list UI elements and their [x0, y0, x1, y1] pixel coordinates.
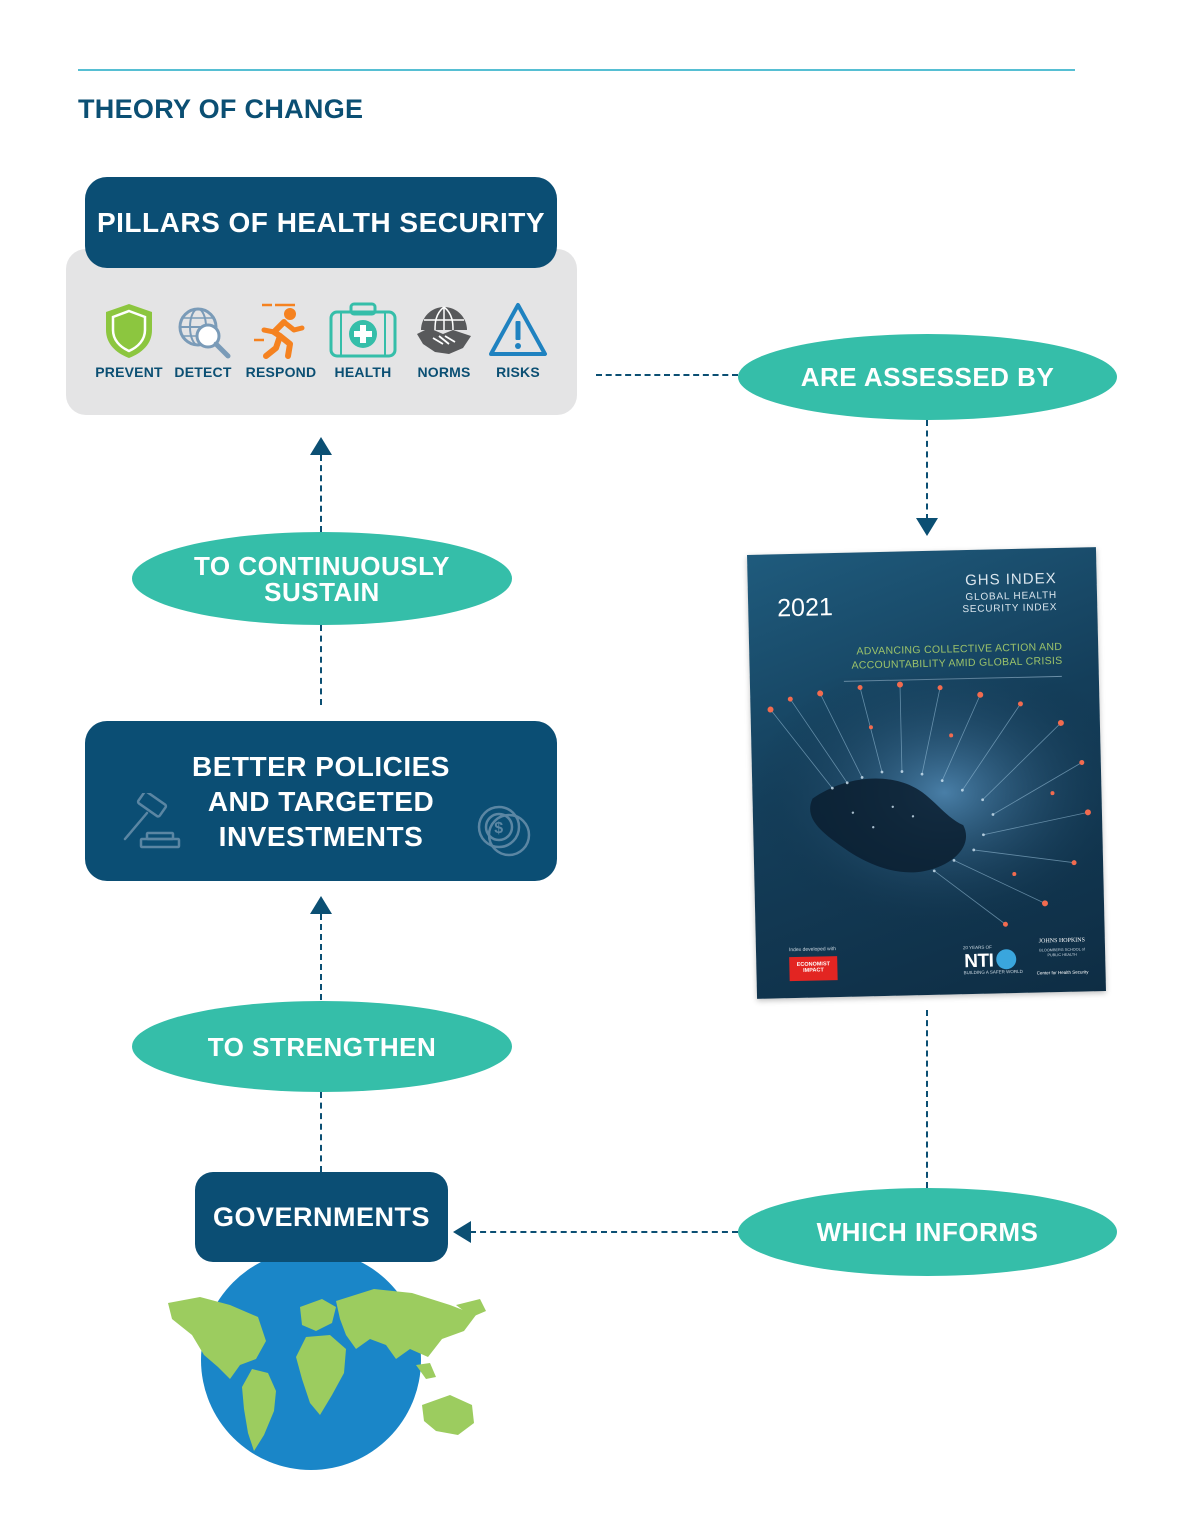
- center-for-health-security: Center for Health Security: [1036, 969, 1089, 976]
- cover-network-art: [749, 672, 1105, 940]
- nti-globe-icon: [996, 949, 1017, 970]
- pillar-detect: DETECT: [163, 300, 243, 380]
- pillar-label: RESPOND: [245, 364, 317, 380]
- cover-subtitle-line1: GLOBAL HEALTH: [965, 589, 1058, 604]
- pillar-label: NORMS: [417, 364, 471, 380]
- cover-year: 2021: [776, 593, 834, 623]
- strengthen-oval: TO STRENGTHEN: [132, 1001, 512, 1092]
- pillar-label: RISKS: [496, 364, 540, 380]
- pillar-label: DETECT: [174, 364, 232, 380]
- cover-developed-with: Index developed with: [788, 946, 837, 954]
- governments-box: GOVERNMENTS: [195, 1172, 448, 1262]
- policies-label-line1: BETTER POLICIES: [192, 750, 450, 782]
- pillar-respond: RESPOND: [241, 300, 321, 380]
- johns-hopkins-school: BLOOMBERG SCHOOL of PUBLIC HEALTH: [1039, 947, 1085, 957]
- top-rule: [78, 69, 1075, 71]
- cover-tagline: ADVANCING COLLECTIVE ACTION AND ACCOUNTA…: [851, 640, 1063, 672]
- pillar-label: PREVENT: [95, 364, 163, 380]
- coins-icon: $: [477, 805, 531, 857]
- which-informs-label: WHICH INFORMS: [816, 1217, 1039, 1247]
- assessed-by-oval: ARE ASSESSED BY: [738, 334, 1117, 420]
- running-person-icon: [254, 303, 305, 359]
- handshake-globe-icon: [417, 306, 471, 354]
- sustain-label-line2: SUSTAIN: [264, 576, 380, 607]
- which-informs-oval: WHICH INFORMS: [738, 1188, 1117, 1276]
- pillar-prevent: PREVENT: [89, 300, 169, 380]
- economist-impact-logo: ECONOMIST IMPACT: [789, 956, 838, 982]
- arrow-up-icon: [310, 896, 332, 914]
- cover-subtitle-line2: SECURITY INDEX: [962, 601, 1058, 616]
- svg-text:$: $: [494, 820, 503, 837]
- pillar-risks: RISKS: [478, 300, 558, 380]
- warning-triangle-icon: [489, 303, 547, 356]
- nti-years: 20 YEARS OF: [962, 944, 992, 951]
- sustain-oval: TO CONTINUOUSLY SUSTAIN: [132, 532, 512, 625]
- dashed-connector-governments-to-strengthen: [320, 1092, 322, 1172]
- pillar-label: HEALTH: [334, 364, 392, 380]
- pillar-health: HEALTH: [323, 300, 403, 380]
- dashed-connector-cover-to-informs: [926, 1010, 928, 1188]
- sustain-label-line1: TO CONTINUOUSLY: [194, 550, 450, 581]
- dashed-connector-pillars-to-assessed: [596, 374, 738, 376]
- world-globe-icon: [168, 1250, 486, 1470]
- dashed-connector-policies-to-sustain: [320, 625, 322, 705]
- governments-label: GOVERNMENTS: [212, 1201, 431, 1232]
- shield-icon: [106, 304, 152, 358]
- pillar-norms: NORMS: [404, 300, 484, 380]
- policies-box: $ BETTER POLICIES AND TARGETED INVESTMEN…: [85, 721, 557, 881]
- arrow-left-icon: [453, 1221, 471, 1243]
- dashed-connector-sustain-to-pillars: [320, 455, 322, 532]
- nti-motto: BUILDING A SAFER WORLD: [963, 968, 1023, 976]
- johns-hopkins-logo: JOHNS HOPKINS: [1038, 937, 1086, 945]
- page-title: THEORY OF CHANGE: [78, 94, 364, 124]
- assessed-by-label: ARE ASSESSED BY: [800, 362, 1055, 392]
- cover-title: GHS INDEX: [964, 570, 1057, 590]
- strengthen-label: TO STRENGTHEN: [207, 1031, 437, 1062]
- dashed-connector-strengthen-to-policies: [320, 914, 322, 1000]
- arrow-down-icon: [916, 518, 938, 536]
- policies-label-line2: AND TARGETED: [207, 785, 435, 817]
- magnifier-globe-icon: [178, 307, 231, 359]
- medical-kit-icon: [329, 302, 397, 358]
- report-cover: 2021 GHS INDEX GLOBAL HEALTH SECURITY IN…: [747, 547, 1106, 999]
- arrow-up-icon: [310, 437, 332, 455]
- pillars-title-box: PILLARS OF HEALTH SECURITY: [85, 177, 557, 268]
- dashed-connector-assessed-to-cover: [926, 420, 928, 520]
- policies-label-line3: INVESTMENTS: [218, 820, 424, 852]
- dashed-connector-informs-to-governments: [470, 1231, 738, 1233]
- pillars-title: PILLARS OF HEALTH SECURITY: [96, 206, 546, 238]
- gavel-icon: [123, 793, 181, 849]
